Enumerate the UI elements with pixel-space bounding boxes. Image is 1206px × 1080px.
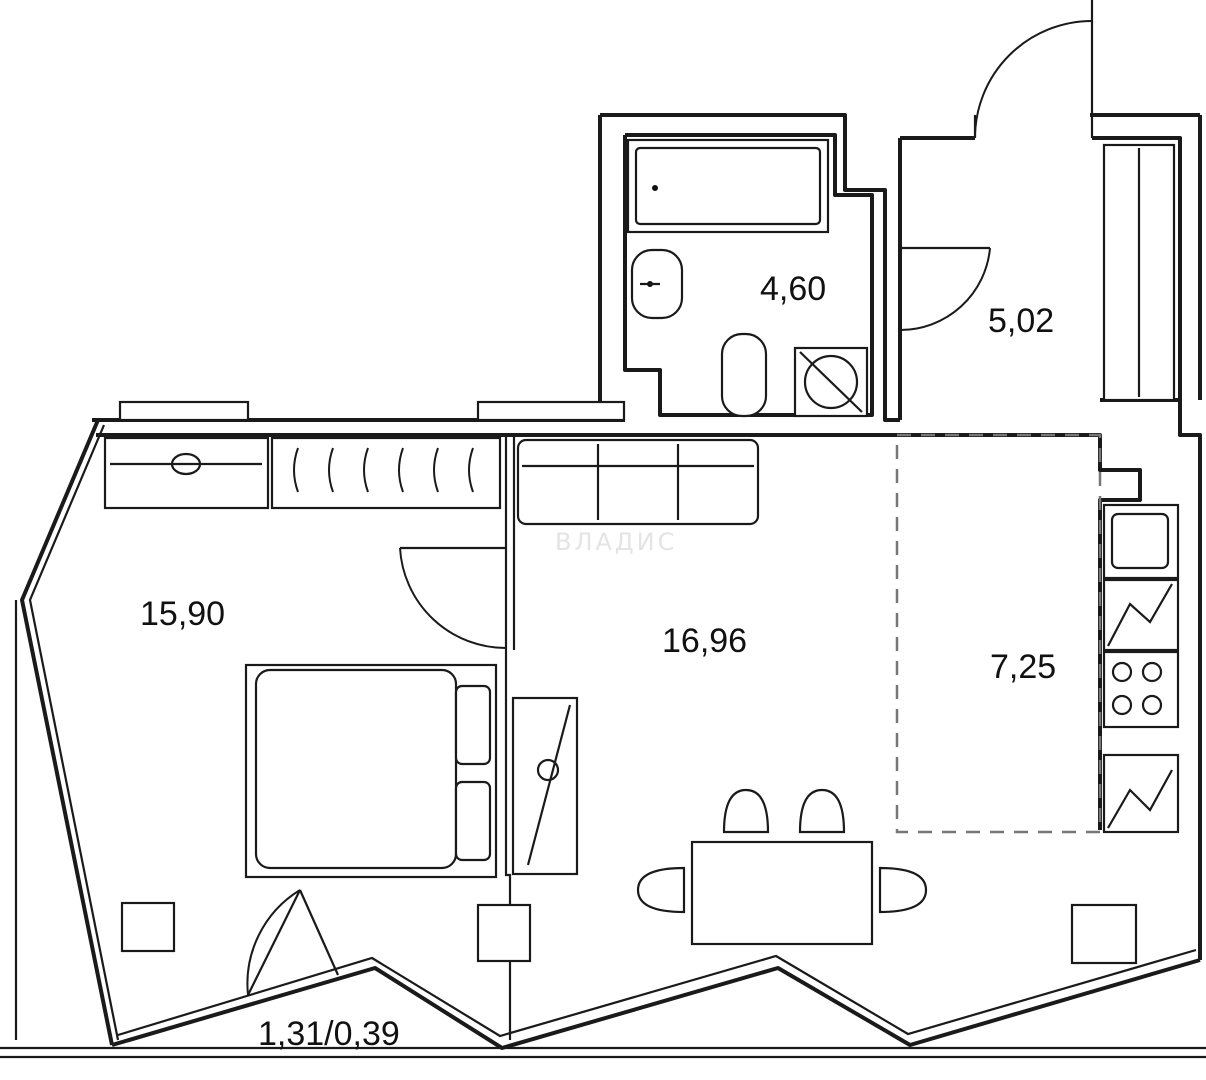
dresser bbox=[103, 436, 270, 510]
chair bbox=[878, 866, 928, 914]
chair bbox=[722, 788, 770, 834]
living-furniture bbox=[476, 438, 928, 963]
tv-stand bbox=[511, 696, 579, 876]
pillow bbox=[454, 780, 492, 862]
bed bbox=[244, 663, 498, 879]
column bbox=[476, 903, 532, 963]
bedroom-furniture bbox=[103, 436, 507, 996]
bathroom-fixtures bbox=[626, 138, 991, 418]
chair bbox=[798, 788, 846, 834]
sofa bbox=[516, 438, 760, 526]
pillow bbox=[454, 684, 492, 766]
column bbox=[1070, 903, 1138, 965]
kitchen-furniture bbox=[895, 433, 1180, 965]
toilet bbox=[720, 332, 768, 418]
area-bedroom: 15,90 bbox=[140, 595, 225, 633]
chair bbox=[636, 866, 686, 914]
sink bbox=[630, 248, 684, 320]
window-sill bbox=[118, 400, 250, 422]
window-sill bbox=[476, 400, 626, 422]
watermark: ВЛАДИС bbox=[555, 528, 677, 556]
area-living: 16,96 bbox=[662, 622, 747, 660]
walls bbox=[0, 113, 1206, 1059]
fridge bbox=[1102, 753, 1180, 834]
column bbox=[120, 901, 176, 953]
area-hallway: 5,02 bbox=[988, 302, 1054, 340]
entrance-door bbox=[973, 0, 1094, 139]
dining-table bbox=[690, 840, 874, 946]
area-balcony: 1,31/0,39 bbox=[258, 1015, 400, 1053]
wardrobe-bedroom bbox=[270, 436, 502, 510]
kitchen-zone bbox=[895, 433, 1102, 834]
bathtub bbox=[626, 138, 830, 234]
wardrobe-hallway bbox=[1102, 143, 1176, 402]
cooktop bbox=[1102, 650, 1180, 729]
area-bathroom: 4,60 bbox=[760, 270, 826, 308]
area-kitchen: 7,25 bbox=[990, 648, 1056, 686]
